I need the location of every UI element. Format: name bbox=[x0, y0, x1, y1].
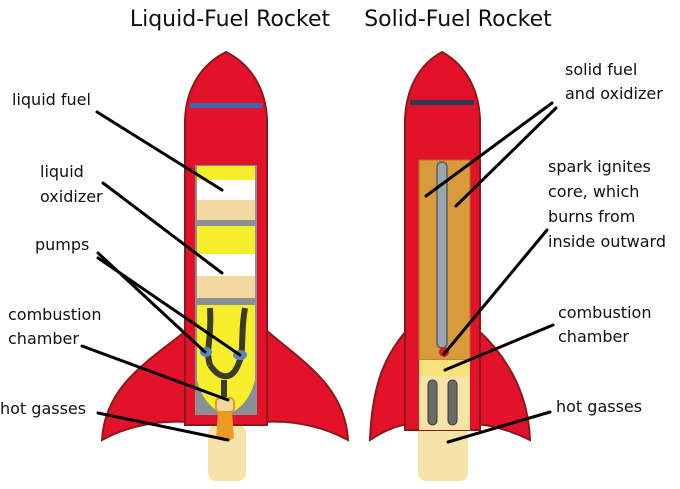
label-pumps: pumps bbox=[35, 235, 89, 254]
label-solid-chamber-1: combustion bbox=[558, 303, 651, 322]
left-fin bbox=[100, 327, 192, 442]
line-solid-hot-gasses bbox=[446, 410, 552, 444]
oxidizer-tank-space bbox=[197, 254, 255, 276]
label-solid-hot-gasses: hot gasses bbox=[556, 397, 642, 416]
hollow-core bbox=[436, 161, 448, 349]
line-solid-chamber bbox=[443, 323, 555, 372]
line-pump-right bbox=[96, 256, 242, 357]
label-liquid-chamber-1: combustion bbox=[8, 305, 101, 324]
nozzle-slot-right bbox=[447, 379, 458, 426]
label-liquid-oxidizer-1: liquid bbox=[40, 162, 84, 181]
label-liquid-hot-gasses: hot gasses bbox=[0, 399, 86, 418]
label-spark-1: spark ignites bbox=[548, 157, 651, 176]
label-solid-chamber-2: chamber bbox=[558, 327, 629, 346]
leader-lines bbox=[80, 101, 558, 444]
left-fin bbox=[368, 327, 412, 442]
nose-band bbox=[190, 103, 262, 108]
label-liquid-fuel: liquid fuel bbox=[12, 90, 91, 109]
label-liquid-oxidizer-2: oxidizer bbox=[40, 187, 103, 206]
label-liquid-chamber-2: chamber bbox=[8, 329, 79, 348]
label-spark-3: burns from bbox=[548, 207, 635, 226]
line-liquid-oxidizer bbox=[101, 181, 224, 275]
right-fin bbox=[474, 327, 532, 442]
liquid-oxidizer bbox=[197, 276, 255, 298]
line-spark bbox=[442, 228, 549, 356]
line-liquid-chamber bbox=[80, 344, 230, 402]
fuel-tank-top bbox=[197, 166, 255, 180]
label-solid-fuel-2: and oxidizer bbox=[565, 84, 663, 103]
hot-gas-flame bbox=[216, 412, 234, 441]
oxidizer-tank-top bbox=[197, 226, 255, 254]
label-spark-2: core, which bbox=[548, 182, 639, 201]
nose-band bbox=[410, 100, 474, 105]
liquid-fuel bbox=[197, 200, 255, 220]
line-liquid-fuel bbox=[95, 110, 224, 192]
liquid-fuel-rocket bbox=[100, 50, 350, 481]
line-liquid-hot-gasses bbox=[96, 411, 230, 442]
line-solid-fuel-2 bbox=[454, 106, 558, 208]
nozzle-slot-left bbox=[427, 379, 438, 426]
right-fin bbox=[260, 327, 350, 442]
pump-pipes bbox=[205, 307, 248, 398]
line-solid-fuel-1 bbox=[424, 101, 554, 198]
fuel-tank-space bbox=[197, 180, 255, 200]
liquid-rocket-title: Liquid-Fuel Rocket bbox=[130, 7, 331, 32]
solid-fuel-rocket bbox=[368, 50, 532, 481]
exhaust-plume bbox=[418, 425, 468, 481]
label-solid-fuel-1: solid fuel bbox=[565, 60, 637, 79]
solid-rocket-title: Solid-Fuel Rocket bbox=[364, 7, 552, 32]
label-spark-4: inside outward bbox=[548, 232, 666, 251]
